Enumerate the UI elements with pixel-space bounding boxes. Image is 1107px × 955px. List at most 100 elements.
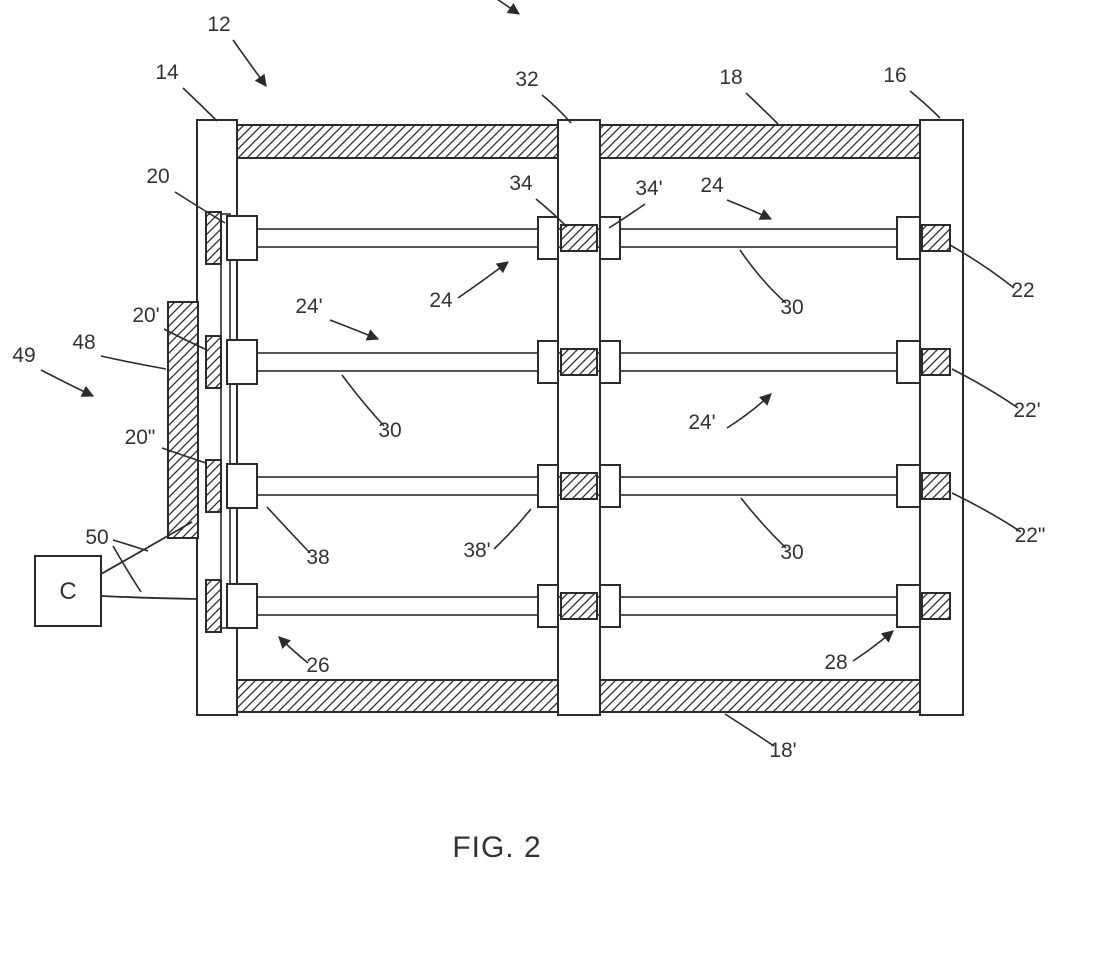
shaft-row-2	[255, 340, 951, 384]
top-plate-left-segment	[236, 124, 559, 159]
ref-label-20-prime: 20'	[132, 304, 159, 327]
ref-label-30-row3: 30	[780, 541, 803, 564]
center-left-bearing-4	[537, 584, 559, 628]
leader-32	[541, 94, 572, 124]
controller-box-label: C	[59, 578, 76, 605]
center-hatch-block-3	[560, 472, 598, 500]
leader-20	[174, 191, 226, 224]
right-wall-hatch-block-4	[921, 592, 951, 620]
leader-26	[278, 636, 309, 664]
ref-label-20-double-prime: 20"	[125, 426, 156, 449]
center-hatch-block-1	[560, 224, 598, 252]
controller-wire-lower	[100, 595, 198, 600]
ref-label-24-top: 24	[700, 174, 724, 197]
actuator-pad-4	[205, 579, 222, 633]
shaft-row-4	[255, 584, 951, 628]
ref-label-34-prime: 34'	[635, 177, 662, 200]
leader-20-prime	[163, 328, 208, 351]
left-bearing-1	[226, 215, 258, 261]
left-bearing-3	[226, 463, 258, 509]
leader-24-top	[726, 199, 773, 220]
leader-48	[100, 355, 167, 370]
top-plate-right-segment	[599, 124, 921, 159]
leader-38-prime	[493, 508, 532, 550]
right-wall-hatch-block-1	[921, 224, 951, 252]
leader-38	[266, 506, 311, 554]
leader-50-upper	[112, 539, 149, 552]
leader-14	[182, 87, 218, 122]
leader-22	[949, 244, 1015, 289]
leader-30-row2	[341, 374, 385, 427]
center-left-bearing-1	[537, 216, 559, 260]
leader-12	[232, 39, 267, 87]
leader-30-row3	[740, 497, 787, 549]
ref-label-26: 26	[306, 654, 329, 677]
center-left-bearing-2	[537, 340, 559, 384]
right-bearing-2	[896, 340, 921, 384]
shaft-row-1	[255, 216, 951, 260]
center-right-bearing-1	[599, 216, 621, 260]
ref-label-38: 38	[306, 546, 329, 569]
ref-label-18: 18	[719, 66, 742, 89]
controller-assembly: C	[34, 521, 198, 627]
actuator-pad-1	[205, 211, 222, 265]
center-hatch-block-4	[560, 592, 598, 620]
ref-label-22: 22	[1011, 279, 1034, 302]
leader-30-row1	[739, 249, 787, 304]
center-left-bearing-3	[537, 464, 559, 508]
center-right-bearing-2	[599, 340, 621, 384]
leader-20-double-prime	[161, 447, 207, 464]
leader-49	[40, 369, 95, 397]
right-wall-hatch-block-2	[921, 348, 951, 376]
ref-label-22-prime: 22'	[1013, 399, 1040, 422]
leader-24-prime-left	[329, 319, 380, 341]
frame	[196, 119, 964, 716]
ref-label-24-prime-left: 24'	[295, 295, 322, 318]
reference-labels: 12 14 32 18 16 20 34 34' 24 22 24' 24 30…	[12, 13, 1045, 762]
ref-label-20: 20	[146, 165, 169, 188]
leader-24-prime-right	[726, 393, 772, 429]
ref-label-49: 49	[12, 344, 35, 367]
right-wall-hatch-block-3	[921, 472, 951, 500]
ref-label-22-double-prime: 22"	[1015, 524, 1046, 547]
ref-label-30-row1: 30	[780, 296, 803, 319]
leader-top-arrow	[496, 0, 520, 15]
actuator-pad-2	[205, 335, 222, 389]
figure-caption: FIG. 2	[452, 831, 541, 864]
right-bearing-4	[896, 584, 921, 628]
left-bearing-2	[226, 339, 258, 385]
ref-label-18-prime: 18'	[769, 739, 796, 762]
shaft-row-3	[255, 464, 951, 508]
bottom-plate-left-segment	[236, 679, 559, 713]
ref-label-24-prime-right: 24'	[688, 411, 715, 434]
left-actuator-assembly	[167, 211, 258, 633]
ref-label-24-mid: 24	[429, 289, 453, 312]
actuator-pad-3	[205, 459, 222, 513]
ref-label-38-prime: 38'	[463, 539, 490, 562]
leader-lines	[40, 0, 1022, 747]
leader-34-prime	[608, 203, 646, 229]
ref-label-34: 34	[509, 172, 533, 195]
leader-22-prime	[951, 368, 1019, 409]
leader-16	[909, 90, 941, 119]
ref-label-48: 48	[72, 331, 95, 354]
controller-box	[34, 555, 102, 627]
right-bearing-1	[896, 216, 921, 260]
leader-24-mid	[457, 261, 509, 299]
leader-18-prime	[724, 713, 775, 747]
ref-label-16: 16	[883, 64, 906, 87]
left-bearing-4	[226, 583, 258, 629]
ref-label-14: 14	[155, 61, 179, 84]
leader-50-lower	[112, 545, 142, 593]
right-bearing-3	[896, 464, 921, 508]
center-column	[557, 119, 601, 716]
left-actuator-rail	[220, 213, 231, 629]
leader-34	[535, 198, 568, 228]
center-right-bearing-4	[599, 584, 621, 628]
leader-18	[745, 92, 779, 125]
leader-28	[852, 630, 894, 662]
ref-label-50: 50	[85, 526, 108, 549]
right-side-wall	[919, 119, 964, 716]
